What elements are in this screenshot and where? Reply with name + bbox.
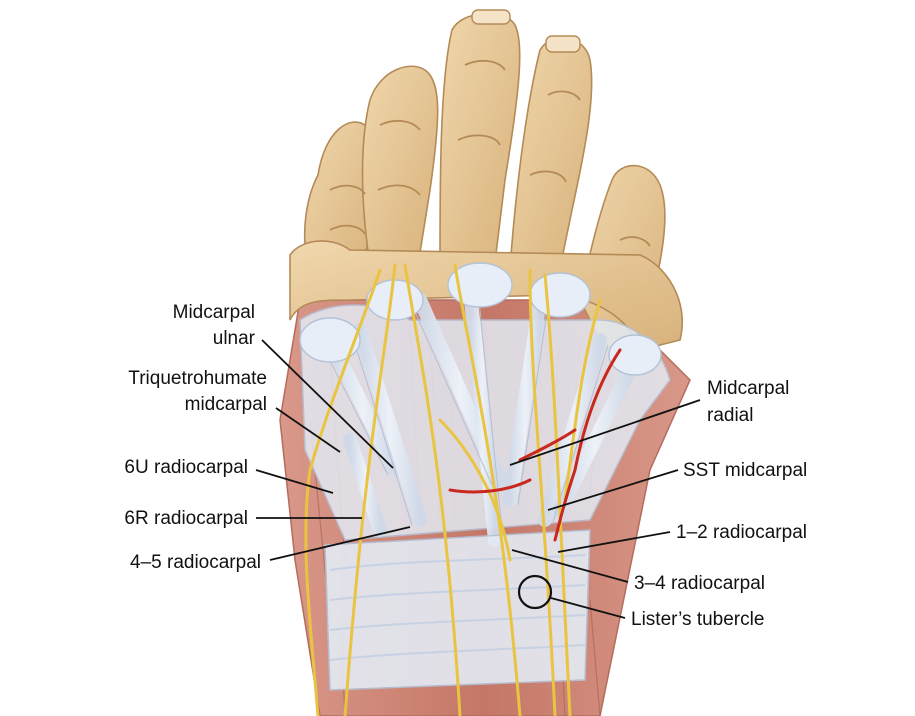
label-45-radiocarpal: 4–5 radiocarpal bbox=[130, 552, 261, 573]
listers-tubercle-marker bbox=[517, 574, 553, 610]
artery bbox=[448, 348, 622, 542]
leader-triquetrohumate bbox=[275, 407, 341, 453]
label-midcarpal-radial-2: radial bbox=[707, 405, 753, 426]
label-triquetrohumate-2: midcarpal bbox=[185, 394, 267, 415]
leader-listers bbox=[550, 597, 626, 619]
leader-12 bbox=[557, 531, 671, 553]
leader-45 bbox=[269, 526, 411, 561]
label-triquetrohumate-1: Triquetrohumate bbox=[128, 368, 267, 389]
fingernails bbox=[471, 9, 581, 53]
label-sst-midcarpal: SST midcarpal bbox=[683, 460, 807, 481]
nerves bbox=[304, 263, 602, 716]
label-6u-radiocarpal: 6U radiocarpal bbox=[124, 457, 248, 478]
leader-34 bbox=[511, 549, 629, 583]
label-midcarpal-ulnar-2: ulnar bbox=[213, 328, 256, 349]
knuckle-details bbox=[329, 59, 651, 247]
finger-middle bbox=[361, 65, 439, 266]
label-midcarpal-radial-1: Midcarpal bbox=[707, 378, 789, 399]
label-listers-tubercle: Lister’s tubercle bbox=[631, 609, 764, 630]
label-34-radiocarpal: 3–4 radiocarpal bbox=[634, 573, 765, 594]
label-6r-radiocarpal: 6R radiocarpal bbox=[124, 508, 248, 529]
leader-lines bbox=[255, 339, 701, 619]
leader-midcarpal-radial bbox=[509, 399, 701, 466]
leader-6u bbox=[255, 469, 334, 494]
leader-midcarpal-ulnar bbox=[261, 339, 394, 469]
leader-sst bbox=[547, 469, 679, 511]
hand-illustration bbox=[279, 9, 691, 716]
finger-index bbox=[439, 12, 521, 263]
finger-second bbox=[509, 36, 593, 269]
label-midcarpal-ulnar-1: Midcarpal bbox=[173, 302, 255, 323]
labels: Midcarpal ulnar Triquetrohumate midcarpa… bbox=[124, 302, 807, 630]
label-12-radiocarpal: 1–2 radiocarpal bbox=[676, 522, 807, 543]
